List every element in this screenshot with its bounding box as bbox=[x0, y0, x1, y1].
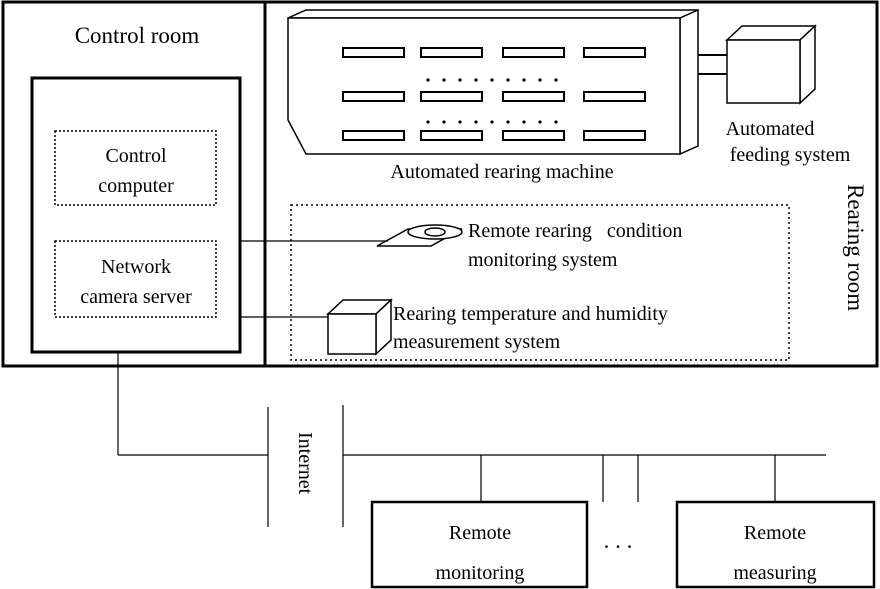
rearing-machine-icon bbox=[287, 8, 699, 156]
control-computer-label-1: Control bbox=[105, 145, 167, 167]
remote-monitoring-label-1: Remote bbox=[449, 522, 511, 544]
remote-measuring-box bbox=[675, 500, 876, 589]
network-camera-server-label-1: Network bbox=[101, 256, 171, 278]
remote-measuring-label-1: Remote bbox=[744, 522, 806, 544]
network-camera-server-box bbox=[54, 240, 217, 318]
thermo-system-label-1: Rearing temperature and humidity bbox=[393, 303, 668, 325]
building-frame bbox=[1, 0, 879, 368]
remote-monitoring-label-2: monitoring bbox=[436, 562, 525, 584]
camera-system-label-2: monitoring system bbox=[468, 249, 618, 271]
network-camera-icon bbox=[376, 224, 463, 247]
control-room-title: Control room bbox=[75, 23, 200, 48]
monitoring-systems-boundary bbox=[290, 204, 790, 361]
remote-measuring-label-2: measuring bbox=[733, 562, 816, 584]
rearing-room-title: Rearing room bbox=[843, 184, 868, 311]
feeding-system-label-1: Automated bbox=[726, 118, 815, 140]
remote-monitoring-box bbox=[370, 500, 589, 589]
internet-label: Internet bbox=[294, 432, 316, 495]
control-unit-box bbox=[30, 76, 242, 354]
more-clients-ellipsis: . . . bbox=[604, 528, 633, 553]
network-camera-server-label-2: camera server bbox=[80, 286, 192, 308]
control-computer-box bbox=[54, 130, 217, 206]
thermo-system-label-2: measurement system bbox=[393, 331, 561, 353]
feeding-system-icon bbox=[725, 24, 817, 105]
thermo-hygrometer-icon bbox=[326, 298, 393, 356]
rearing-machine-label: Automated rearing machine bbox=[390, 161, 613, 183]
camera-system-label-1: Remote rearing condition bbox=[468, 220, 682, 242]
control-computer-label-2: computer bbox=[98, 175, 174, 197]
feeding-system-label-2: feeding system bbox=[730, 144, 851, 166]
